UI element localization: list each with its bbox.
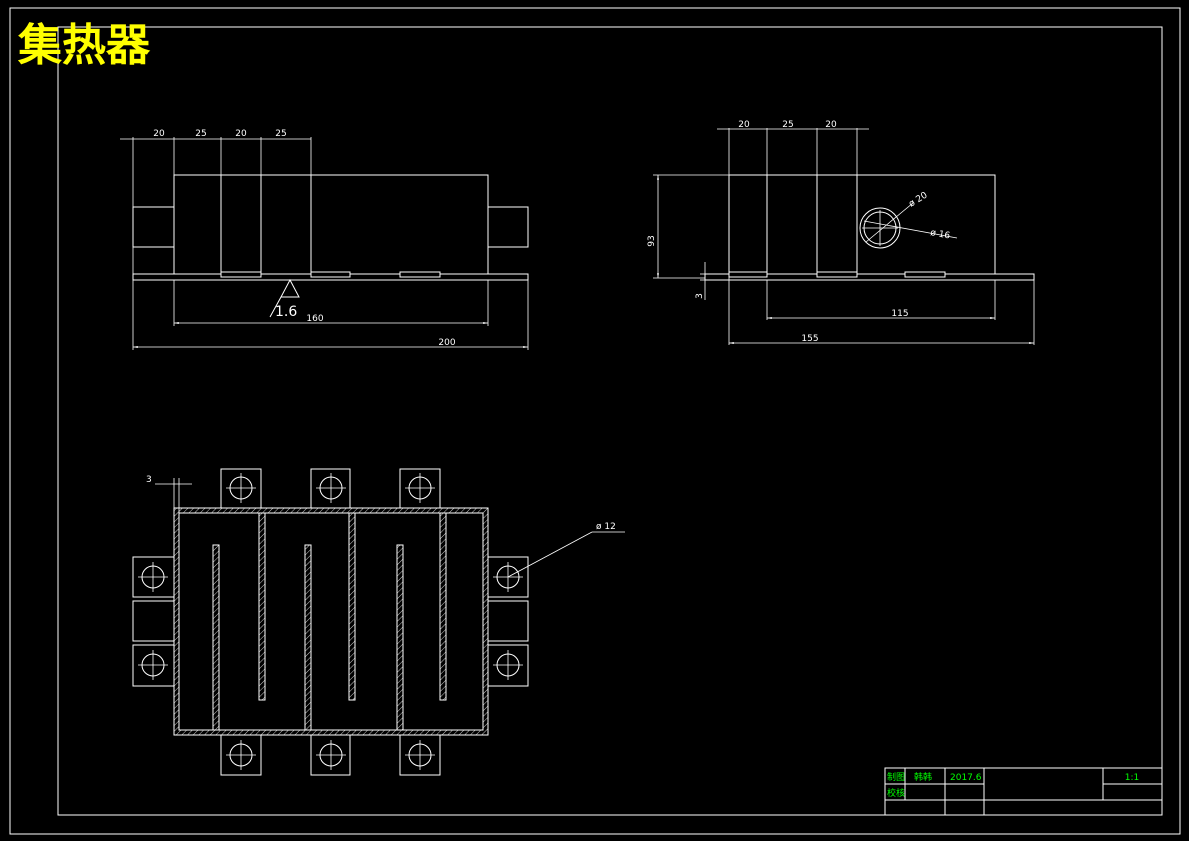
drawing-scale: 1:1 [1125,773,1139,783]
inner-frame [57,26,1163,816]
dim-label: 25 [195,129,206,139]
mounting-lug [399,468,441,509]
dim-label: 25 [275,129,286,139]
side-lug [904,271,946,278]
mounting-lug [399,734,441,776]
dim-label: 20 [825,120,837,130]
front-lug [310,271,351,278]
baffle [396,544,404,731]
dim-label: 115 [891,309,908,319]
leader-line [507,531,593,578]
inlet-pipe [132,600,175,642]
leader-line [865,202,914,243]
drawn-by-label: 制图 [887,771,905,783]
mounting-lug [487,644,529,687]
outlet-pipe [487,600,529,642]
roughness-value: 1.6 [275,304,297,320]
front-view: 20 25 20 25 160 200 1.6 [120,129,529,350]
dia-label: ø 20 [907,190,929,209]
dim-label: 3 [146,475,152,485]
dim-label: 25 [782,120,793,130]
top-view: 3 ø 12 [132,468,625,776]
mounting-lug [132,556,175,598]
dia-label: ø 16 [929,228,951,241]
housing-wall-section [173,507,489,736]
drawn-by-name: 韩韩 [914,771,932,783]
side-view: 20 25 20 93 3 ø 20 ø 16 115 155 [647,120,1035,345]
front-lug [220,271,262,278]
dim-label: 200 [438,338,455,348]
front-lug [399,271,441,278]
title-block: 制图 韩韩 2017.6 1:1 校核 [884,767,1163,816]
dim-label: 20 [235,129,247,139]
mounting-lug [310,734,351,776]
dim-label: 155 [801,334,818,344]
baffle [348,512,356,701]
dia-label: ø 12 [596,522,616,532]
baffle [439,512,447,701]
dim-label: 93 [647,235,657,246]
pipe-outer-circle [859,207,901,249]
dim-label: 20 [153,129,165,139]
mounting-lug [310,468,351,509]
mounting-lug [220,734,262,776]
leader-line [863,220,958,239]
baffle [212,544,220,731]
front-left-pipe [132,206,175,248]
outer-frame [9,7,1181,835]
roughness-symbol [269,278,300,318]
title-block-frame [884,767,1163,816]
front-right-pipe [487,206,529,248]
dim-label: 20 [738,120,750,130]
dim-label: 160 [306,314,323,324]
baffle [304,544,312,731]
side-lug [728,271,768,278]
side-body [728,174,996,275]
checked-by-label: 校核 [887,787,905,799]
drawing-title: 集热器 [17,20,151,71]
drawing-date: 2017.6 [950,773,982,783]
side-lug [816,271,858,278]
mounting-lug [220,468,262,509]
dim-label: 3 [695,293,705,299]
baffle [258,512,266,701]
mounting-lug [132,644,175,687]
